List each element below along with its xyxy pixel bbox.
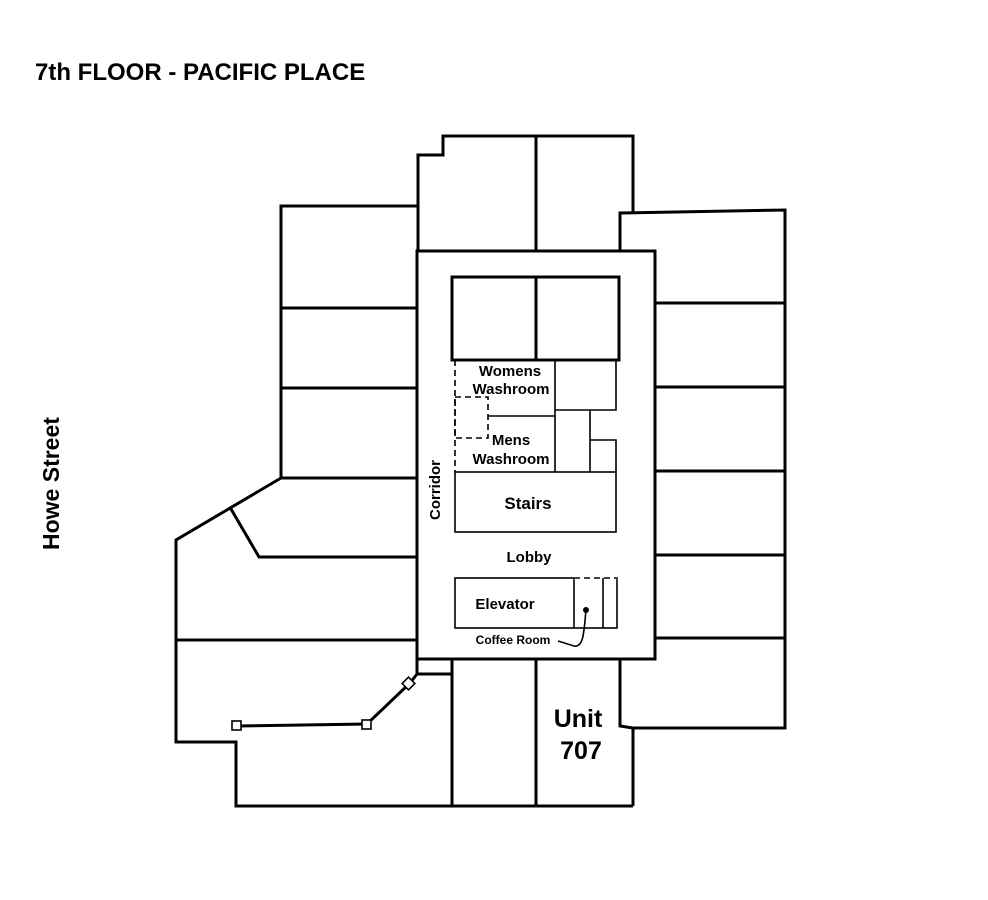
coffee-room-label: Coffee Room — [476, 633, 551, 647]
right-wing-wall — [618, 208, 787, 730]
womens-washroom-label: Womens — [479, 363, 541, 380]
left-upper-wing-wall — [279, 204, 418, 478]
street-label: Howe Street — [38, 417, 64, 550]
corridor-label: Corridor — [427, 460, 444, 520]
top-wing-wall — [416, 134, 635, 251]
stairs-label: Stairs — [504, 494, 551, 513]
lobby-label: Lobby — [507, 549, 553, 566]
unit-number: 707 — [560, 737, 602, 765]
floor-title: 7th FLOOR - PACIFIC PLACE — [35, 59, 365, 86]
elevator-label: Elevator — [475, 596, 534, 613]
elevator-room — [454, 577, 618, 629]
stairs-room — [454, 471, 617, 533]
washroom-dashed-area — [454, 396, 489, 439]
mens-washroom-label: Washroom — [473, 451, 550, 468]
coffee-room-leader — [557, 609, 587, 647]
unit-label: Unit — [554, 705, 603, 733]
womens-washroom-label: Washroom — [473, 381, 550, 398]
left-lower-wing-wall — [174, 476, 633, 808]
column-marker — [361, 719, 372, 730]
office-divider — [229, 508, 417, 559]
glass-partition — [236, 673, 419, 728]
column-marker — [401, 676, 416, 691]
unit-707-right-wall — [618, 659, 635, 806]
bottom-unit-dividers — [450, 659, 538, 806]
mens-washroom-label: Mens — [492, 432, 530, 449]
service-rooms — [555, 359, 617, 472]
washroom-walls — [488, 360, 556, 472]
core-corner-wall — [415, 659, 452, 676]
column-marker — [231, 720, 242, 731]
